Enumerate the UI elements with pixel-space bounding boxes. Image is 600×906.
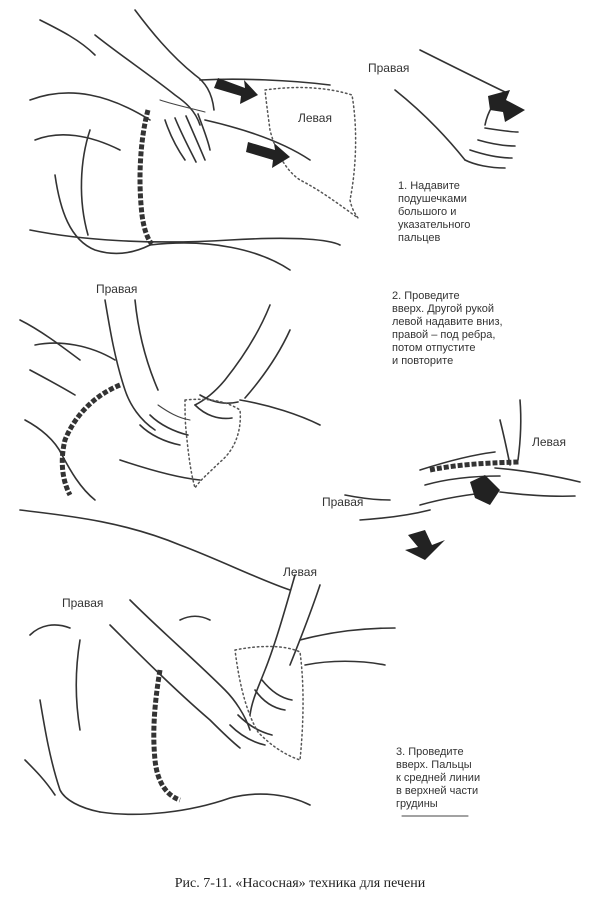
step-3-text: 3. Проведите вверх. Пальцы к средней лин…	[396, 746, 480, 811]
step-3-line: вверх. Пальцы	[396, 759, 472, 771]
step-2-line: правой – под ребра,	[392, 329, 496, 341]
liver-outline-panel-1	[264, 86, 359, 219]
label-left-hand-panel-3: Левая	[283, 565, 317, 579]
panel-2-drawing	[19, 299, 581, 591]
hands-panel-3	[109, 574, 321, 749]
step-1-line: 1. Надавите	[398, 180, 460, 192]
label-right-hand-panel-1: Правая	[368, 61, 410, 75]
belt-panel-3	[151, 669, 181, 803]
arrow-panel-1-lower	[246, 142, 290, 168]
label-right-hand-detail-panel-2: Правая	[322, 495, 364, 509]
arrow-detail-panel-2-up	[470, 475, 500, 505]
belt-panel-2	[59, 382, 121, 497]
label-left-hand-detail-panel-2: Левая	[532, 435, 566, 449]
panel-1-drawing	[29, 9, 525, 271]
step-1-line: пальцев	[398, 232, 441, 244]
step-2-line: 2. Проведите	[392, 290, 460, 302]
arrow-panel-1-upper	[214, 78, 258, 104]
detail-hand-panel-1	[394, 49, 525, 169]
step-1-line: указательного	[398, 219, 471, 231]
figure-caption: Рис. 7-11. «Насосная» техника для печени	[174, 876, 426, 891]
step-2-text: 2. Проведите вверх. Другой рукой левой н…	[392, 290, 503, 368]
step-2-line: потом отпустите	[392, 342, 476, 354]
step-3-line: грудины	[396, 798, 438, 810]
step-1-line: подушечками	[398, 193, 467, 205]
arrow-detail-panel-1	[488, 90, 525, 122]
step-2-line: вверх. Другой рукой	[392, 303, 495, 315]
hands-panel-2	[104, 299, 291, 446]
step-1-text: 1. Надавите подушечками большого и указа…	[398, 180, 470, 245]
label-right-hand-panel-3: Правая	[62, 596, 104, 610]
step-3-line: к средней линии	[396, 772, 481, 784]
panel-3-drawing	[24, 574, 396, 816]
arrow-detail-panel-2-down	[405, 530, 445, 560]
label-left-hand-panel-1: Левая	[298, 111, 332, 125]
step-3-line: в верхней части	[396, 785, 479, 797]
hand-panel-1	[94, 9, 215, 163]
belt-panel-1	[137, 109, 154, 246]
liver-outline-panel-2	[184, 398, 242, 490]
step-2-line: левой надавите вниз,	[392, 316, 503, 328]
label-right-hand-panel-2: Правая	[96, 282, 138, 296]
detail-hands-panel-2	[344, 399, 581, 560]
step-1-line: большого и	[398, 206, 457, 218]
step-2-line: и повторите	[392, 355, 454, 367]
liver-outline-panel-3	[234, 645, 304, 762]
step-3-line: 3. Проведите	[396, 746, 464, 758]
